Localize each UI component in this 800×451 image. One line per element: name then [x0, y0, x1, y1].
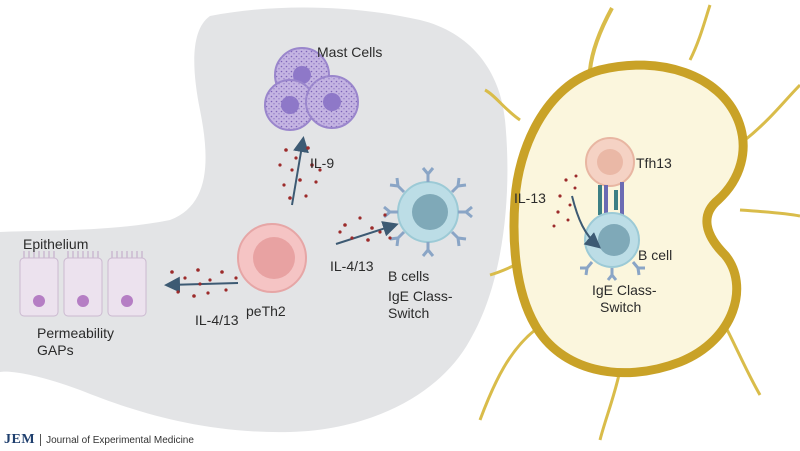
mast-cell-nucleus: [281, 96, 299, 114]
ige-switch-ln-line1: IgE Class-: [592, 282, 657, 298]
ige-switch-line2: Switch: [388, 305, 430, 321]
tfh13-label: Tfh13: [636, 155, 672, 171]
mast-cells-label: Mast Cells: [317, 44, 383, 60]
epithelial-cell: [63, 251, 103, 317]
stomach-shape: [0, 7, 508, 433]
il413-left-label: IL-4/13: [195, 312, 239, 328]
b-cell-label: B cell: [638, 247, 673, 263]
b-cell-lymph: [580, 212, 645, 281]
lymph-node-vessel: [598, 369, 622, 441]
peth2-cell: [237, 223, 307, 293]
journal-footer: JEM Journal of Experimental Medicine: [4, 431, 194, 449]
b-cells-label: B cells: [388, 268, 430, 284]
arrow-to-b-cells: [335, 221, 399, 245]
lymph-node-vessel: [739, 208, 800, 218]
lymph-node-vessel: [478, 328, 536, 421]
epithelium-label: Epithelium: [23, 236, 89, 252]
peth2-label: peTh2: [246, 303, 286, 319]
permeability-label: Permeability: [37, 325, 115, 341]
mast-cells: [264, 47, 359, 131]
antibody-icon: [580, 261, 645, 281]
lymph-node-vessel: [588, 7, 614, 71]
peth2-nucleus: [253, 237, 295, 279]
b-cell-gut: [383, 167, 473, 257]
tfh13-nucleus: [597, 149, 623, 175]
ige-switch-line1: IgE Class-: [388, 288, 453, 304]
lymph-node: [478, 4, 800, 441]
b-cell-lymph-nucleus: [598, 224, 630, 256]
jem-logo: JEM: [4, 432, 36, 447]
receptor-pairs: [598, 182, 624, 218]
journal-name: Journal of Experimental Medicine: [46, 434, 194, 446]
arrow-to-mast-cells: [291, 136, 309, 206]
lymph-node-vessel: [688, 4, 712, 61]
lymph-node-vessel: [744, 83, 800, 142]
footer-divider: [40, 434, 42, 446]
arrow-to-epithelium: [164, 276, 239, 293]
gaps-label: GAPs: [37, 342, 74, 358]
epithelial-cell: [107, 251, 147, 317]
epithelial-cell: [19, 251, 59, 317]
lymph-node-vessel: [484, 88, 521, 122]
cytokine-dots: [170, 146, 578, 298]
epithelium: [19, 251, 147, 317]
mast-cell-nucleus: [323, 93, 341, 111]
b-cell-nucleus: [412, 194, 448, 230]
tfh13-cell: [585, 137, 635, 187]
il413-mid-label: IL-4/13: [330, 258, 374, 274]
il13-label: IL-13: [514, 190, 546, 206]
il9-label: IL-9: [310, 155, 335, 171]
mast-cell-nucleus: [293, 66, 311, 84]
arrow-il13-lymph: [571, 195, 602, 249]
ige-switch-ln-line2: Switch: [600, 299, 642, 315]
